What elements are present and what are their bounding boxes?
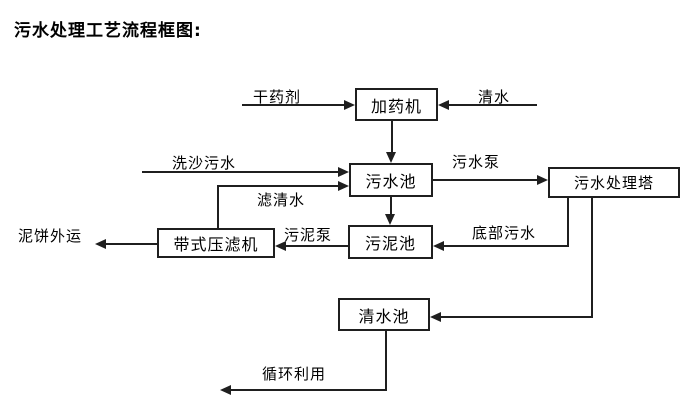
label-clean-water: 清水	[478, 88, 511, 106]
arrowhead-right-icon	[344, 100, 355, 110]
label-sewage-pump: 污水泵	[452, 153, 501, 171]
arrow-line-clean-water	[449, 104, 537, 106]
label-sludge-pump: 污泥泵	[284, 226, 333, 244]
arrow-line-sewage-pump	[433, 179, 537, 181]
label-mud-cake-out: 泥饼外运	[18, 227, 83, 245]
arrowhead-down-icon	[386, 152, 396, 163]
arrowhead-left-icon	[438, 100, 449, 110]
page-title: 污水处理工艺流程框图:	[14, 21, 202, 41]
label-bottom-sewage: 底部污水	[472, 224, 537, 242]
node-sewage-pool: 污水池	[349, 163, 433, 197]
arrow-line-recycle	[231, 389, 387, 391]
arrow-line-mud-cake	[106, 243, 157, 245]
arrowhead-right-icon	[537, 175, 548, 185]
node-sewage-treatment-tower: 污水处理塔	[548, 167, 680, 198]
arrowhead-left-icon	[430, 312, 441, 322]
node-dosing-machine: 加药机	[355, 88, 438, 121]
arrow-line-sewage-to-sludge	[390, 197, 392, 214]
arrow-line-tower-to-clean	[441, 316, 593, 318]
arrowhead-right-icon	[338, 167, 349, 177]
label-filtered-water: 滤清水	[257, 191, 306, 209]
arrowhead-right-icon	[338, 181, 349, 191]
arrow-line-dosing-to-sewage	[391, 121, 393, 154]
arrow-line-filtered-water	[217, 185, 338, 187]
arrow-line-dry-agent	[242, 104, 345, 106]
arrowhead-left-icon	[95, 239, 106, 249]
arrow-line-filtered-water-vertical	[217, 186, 219, 228]
arrowhead-left-icon	[220, 385, 231, 395]
label-sand-washing-sewage: 洗沙污水	[172, 154, 237, 172]
node-sludge-pool: 污泥池	[348, 225, 433, 259]
arrow-line-tower-to-clean-vertical	[591, 198, 593, 318]
arrow-line-sludge-pump	[286, 245, 348, 247]
label-recycling: 循环利用	[262, 365, 327, 383]
label-dry-agent: 干药剂	[253, 88, 302, 106]
arrow-line-sand-washing	[142, 171, 338, 173]
arrowhead-left-icon	[433, 241, 444, 251]
node-belt-filter-press: 带式压滤机	[157, 228, 275, 258]
arrowhead-left-icon	[275, 241, 286, 251]
arrowhead-down-icon	[385, 214, 395, 225]
arrow-line-bottom-sewage	[444, 245, 569, 247]
arrow-line-recycle-vertical	[385, 331, 387, 391]
node-clean-water-pool: 清水池	[338, 298, 430, 331]
arrow-line-bottom-sewage-vertical	[567, 198, 569, 247]
